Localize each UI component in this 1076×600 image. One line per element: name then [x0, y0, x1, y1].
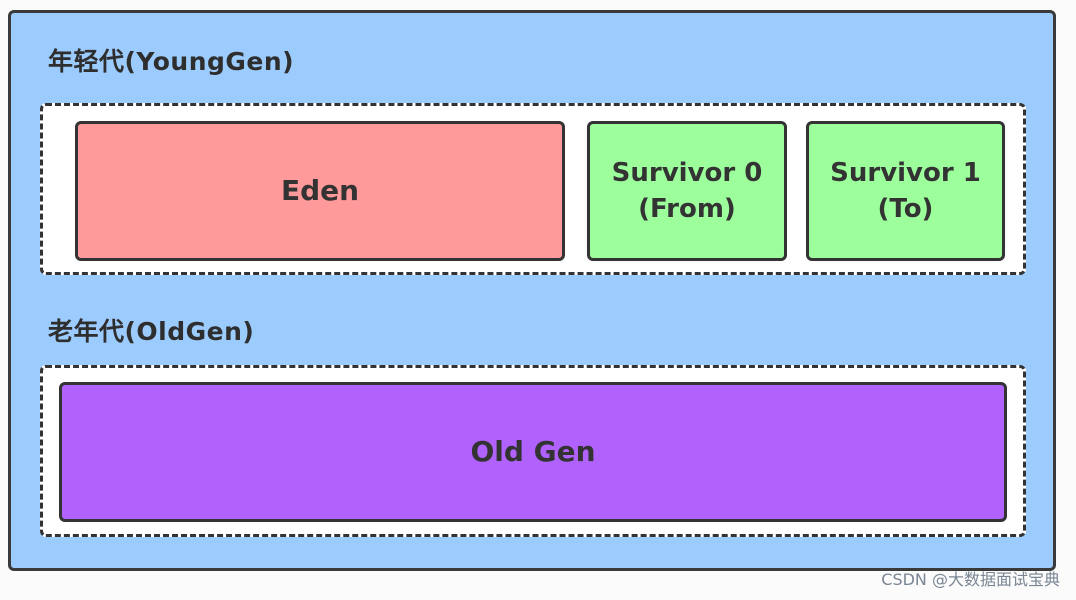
old-gen-label: 老年代(OldGen) [48, 317, 255, 346]
old-gen-region: Old Gen [59, 382, 1007, 522]
survivor-0-sublabel: (From) [638, 194, 736, 224]
watermark: CSDN @大数据面试宝典 [881, 570, 1060, 589]
survivor-0-label: Survivor 0 [611, 157, 763, 188]
eden-label: Eden [280, 174, 360, 208]
survivor-0-region: Survivor 0 (From) [587, 121, 787, 261]
young-gen-label: 年轻代(YoungGen) [48, 47, 295, 76]
old-gen-region-label: Old Gen [470, 435, 596, 469]
survivor-1-label: Survivor 1 [830, 157, 981, 188]
survivor-1-sublabel: (To) [877, 194, 934, 224]
survivor-1-region: Survivor 1 (To) [806, 121, 1005, 261]
eden-region: Eden [75, 121, 565, 261]
